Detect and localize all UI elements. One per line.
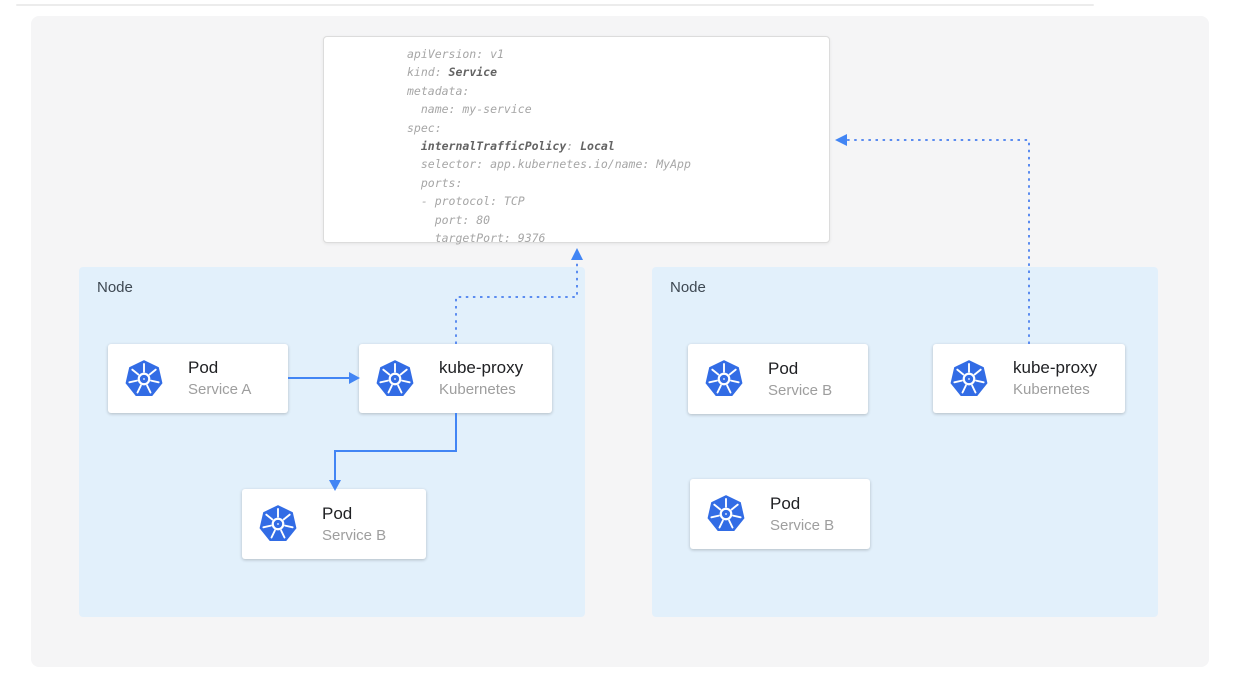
card-title: kube-proxy bbox=[439, 358, 524, 377]
service-yaml-code-card: apiVersion: v1 kind: Service metadata: n… bbox=[323, 36, 830, 245]
code-line: kind: Service bbox=[407, 65, 498, 80]
page-top-divider bbox=[16, 4, 1094, 6]
card-title: Pod bbox=[770, 493, 801, 513]
pod-card-service-b-right-bottom: Pod Service B bbox=[690, 479, 870, 549]
node-box-left: Node Pod Service A kube-proxy Kubernetes… bbox=[79, 267, 585, 617]
kube-proxy-card-right: kube-proxy Kubernetes bbox=[933, 344, 1125, 413]
kubernetes-logo-icon bbox=[375, 359, 415, 399]
card-subtitle: Kubernetes bbox=[1013, 381, 1090, 398]
code-line: name: my-service bbox=[407, 102, 532, 117]
code-line: targetPort: 9376 bbox=[407, 231, 546, 246]
code-line: metadata: bbox=[407, 83, 470, 98]
pod-card-service-a: Pod Service A bbox=[108, 344, 288, 413]
node-label: Node bbox=[670, 279, 706, 296]
node-box-right: Node Pod Service B kube-proxy Kubernetes… bbox=[652, 267, 1158, 617]
pod-card-service-b-left: Pod Service B bbox=[242, 489, 426, 559]
code-line: spec: bbox=[407, 120, 442, 135]
code-line: selector: app.kubernetes.io/name: MyApp bbox=[407, 157, 691, 172]
card-subtitle: Kubernetes bbox=[439, 381, 516, 398]
kubernetes-logo-icon bbox=[706, 494, 746, 534]
card-subtitle: Service B bbox=[768, 381, 833, 399]
code-line: port: 80 bbox=[407, 212, 491, 227]
card-subtitle: Service B bbox=[322, 526, 387, 544]
card-title: Pod bbox=[768, 358, 799, 378]
kubernetes-logo-icon bbox=[704, 359, 744, 399]
card-subtitle: Service B bbox=[770, 516, 835, 534]
card-subtitle: Service A bbox=[188, 381, 252, 398]
code-line: apiVersion: v1 bbox=[407, 47, 504, 61]
pod-card-service-b-right-top: Pod Service B bbox=[688, 344, 868, 414]
code-line: - protocol: TCP bbox=[407, 194, 525, 209]
card-title: kube-proxy bbox=[1013, 358, 1098, 377]
code-line: internalTrafficPolicy: Local bbox=[420, 139, 615, 154]
kube-proxy-card-left: kube-proxy Kubernetes bbox=[359, 344, 552, 413]
kubernetes-logo-icon bbox=[258, 504, 298, 544]
card-title: Pod bbox=[322, 503, 353, 523]
kubernetes-logo-icon bbox=[949, 359, 989, 399]
code-line: ports: bbox=[407, 175, 463, 190]
kubernetes-logo-icon bbox=[124, 359, 164, 399]
card-title: Pod bbox=[188, 358, 219, 377]
node-label: Node bbox=[97, 279, 133, 296]
